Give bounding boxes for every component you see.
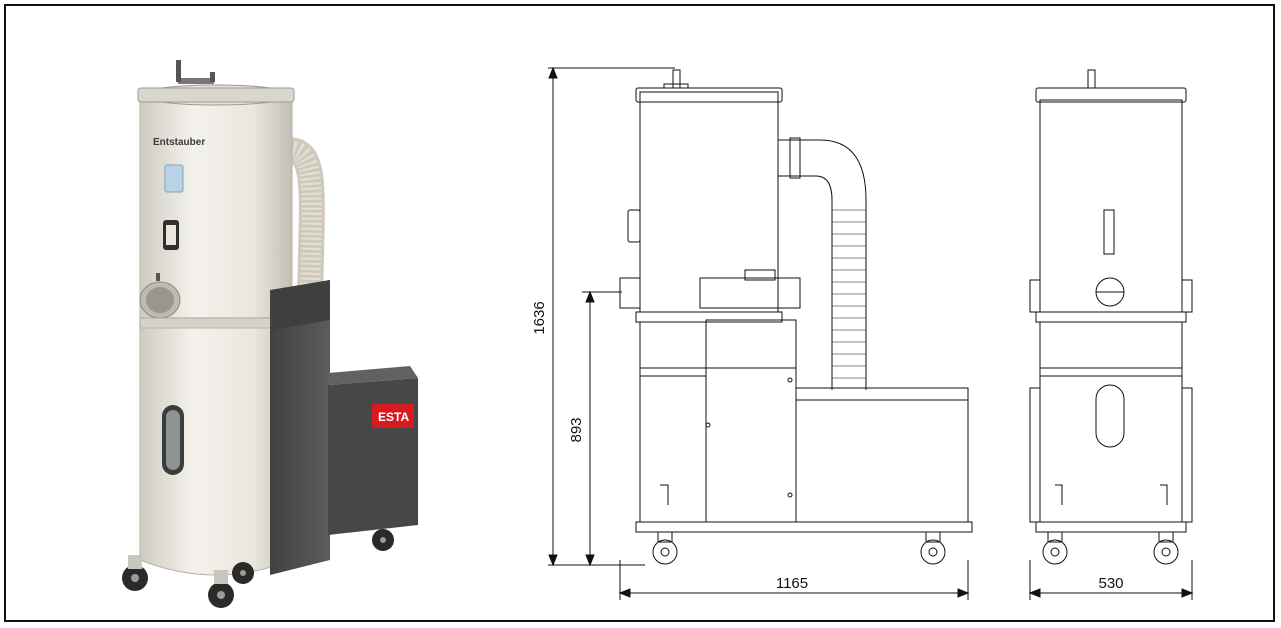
dimension-width: 530 — [1098, 575, 1123, 592]
side-view-drawing — [619, 69, 973, 565]
brand-badge — [372, 404, 414, 428]
product-photo: Entstauber ESTA — [122, 60, 418, 608]
dimension-total-height: 1636 — [531, 301, 548, 334]
body-label: Entstauber — [153, 137, 205, 148]
brand-label: ESTA — [378, 410, 409, 424]
front-view-drawing — [1029, 69, 1193, 565]
dimension-length: 1165 — [776, 575, 808, 592]
dimension-lines — [548, 66, 1194, 600]
info-sticker — [164, 164, 184, 193]
dimension-inlet-height: 893 — [568, 417, 585, 442]
